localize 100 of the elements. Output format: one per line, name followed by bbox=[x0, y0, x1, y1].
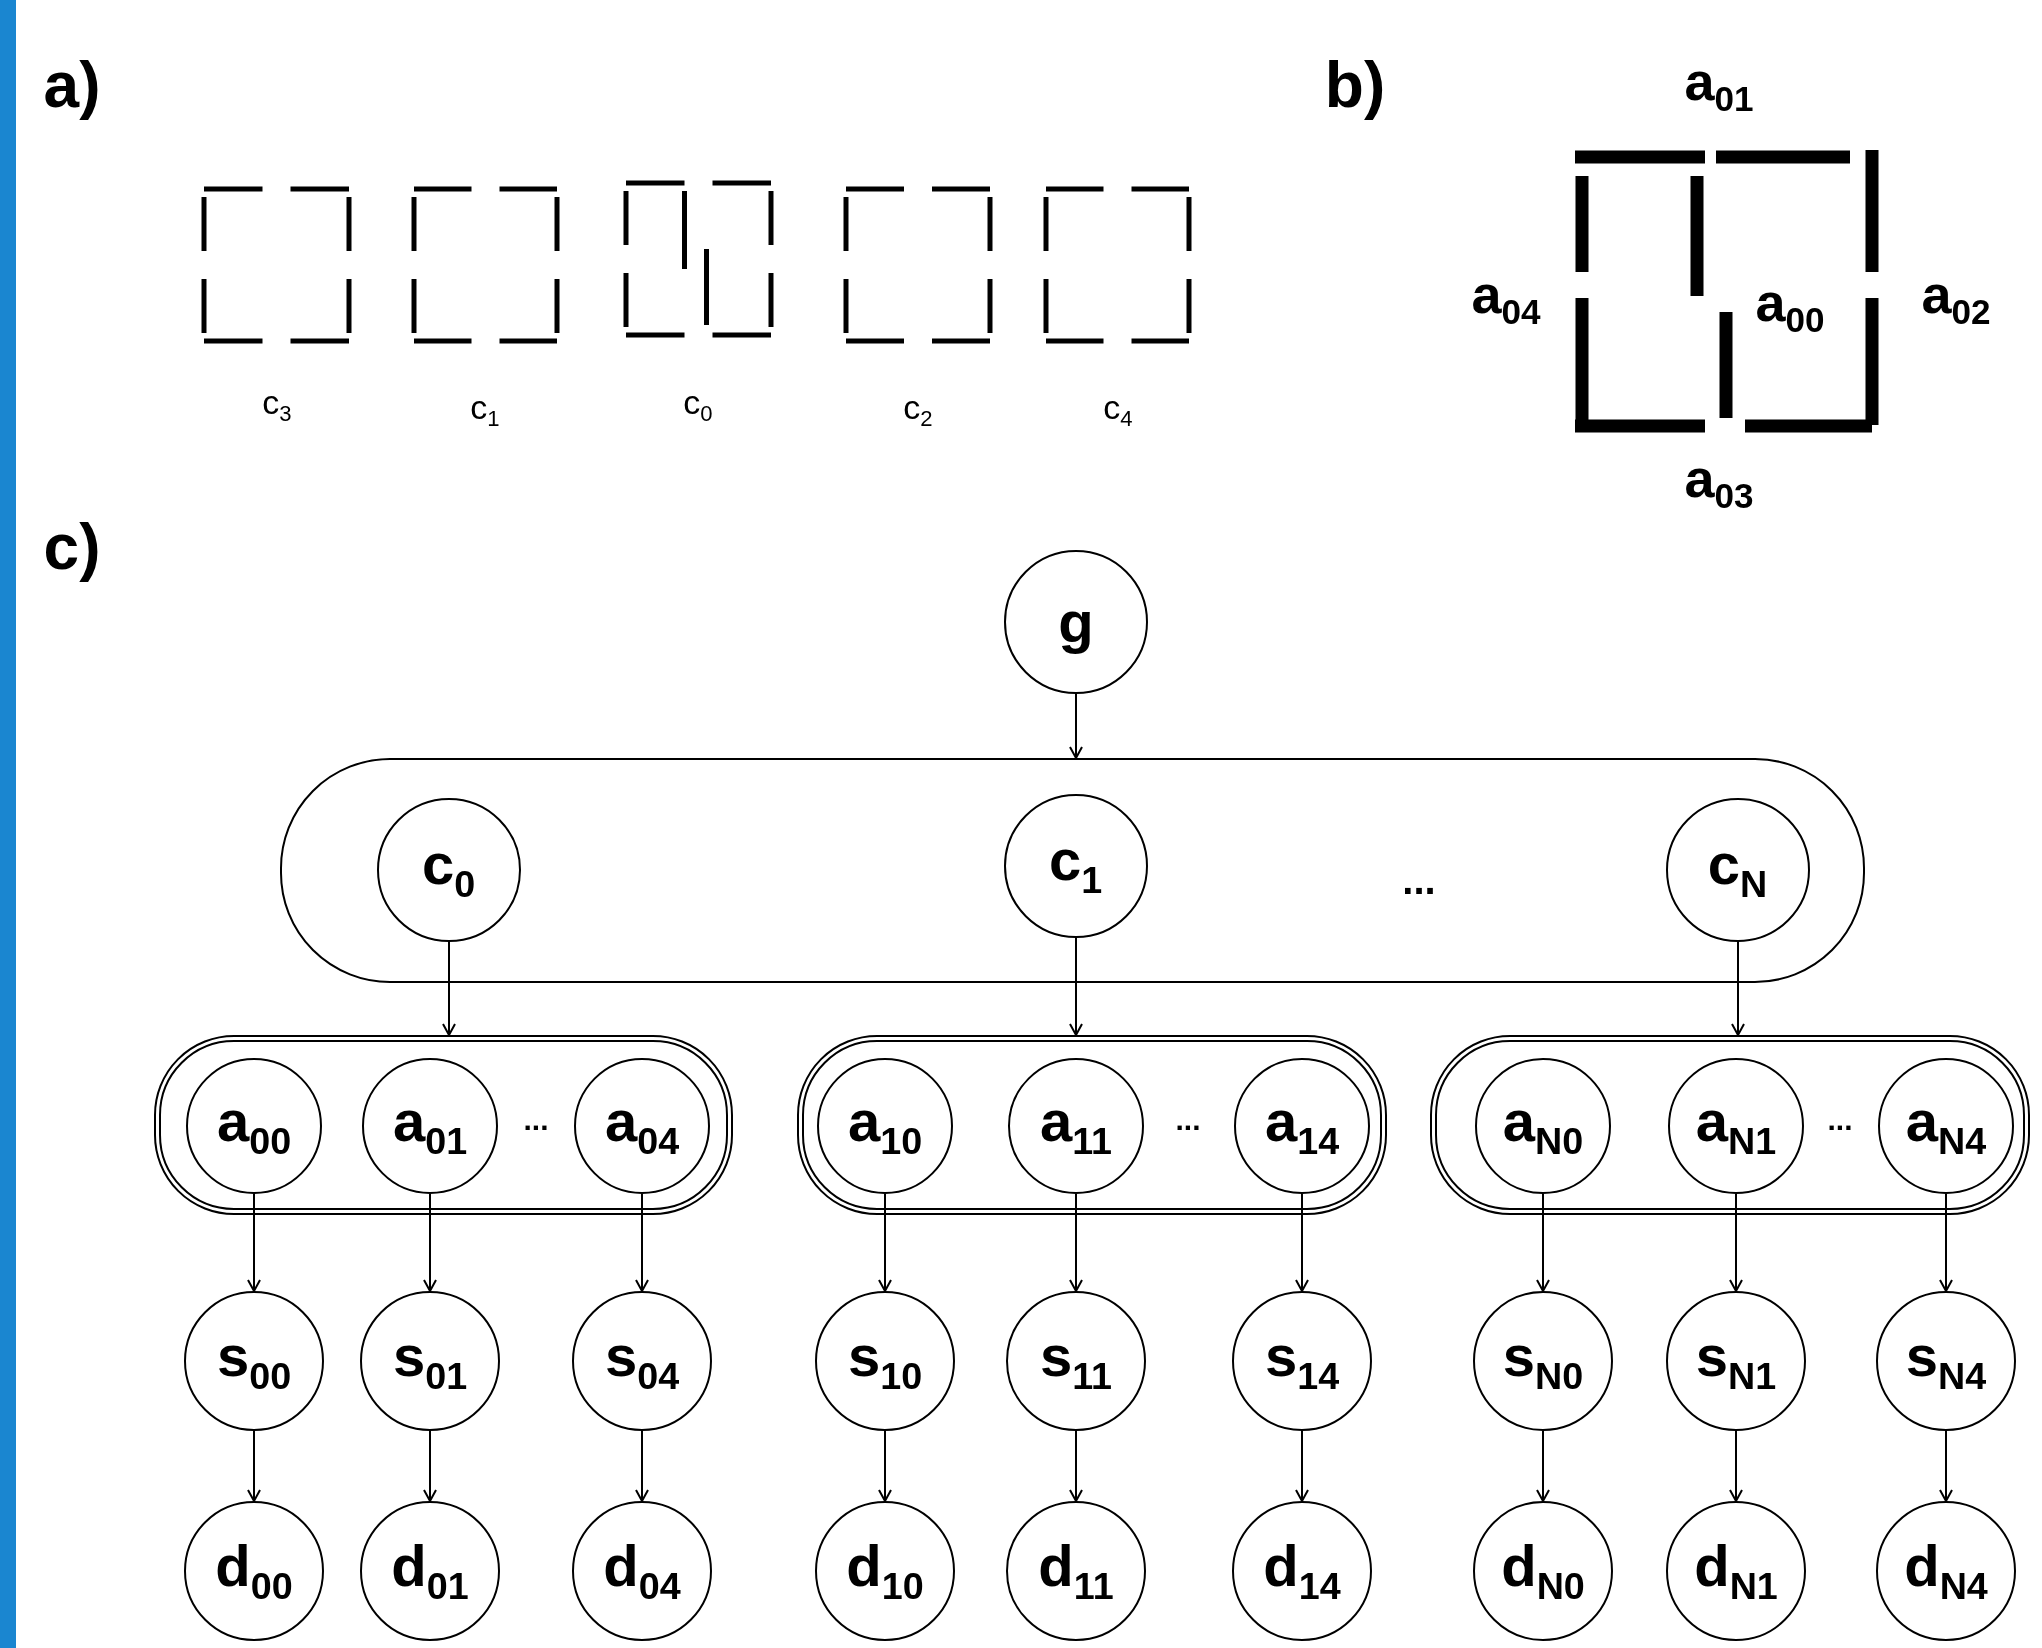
node-label: a$_{00}$ bbox=[216, 1091, 292, 1161]
group-outline bbox=[1430, 1035, 2030, 1215]
node-circle bbox=[1004, 550, 1148, 694]
node-label: c$_{N}$ bbox=[1707, 835, 1768, 904]
segment-label: a$_{03}$ bbox=[1684, 450, 1754, 514]
node-label: d$_{04}$ bbox=[603, 1536, 681, 1606]
arrow bbox=[1729, 1430, 1743, 1502]
node-label: s$_{00}$ bbox=[216, 1326, 292, 1396]
node-label: a$_{10}$ bbox=[847, 1091, 923, 1161]
node-circle bbox=[1006, 1291, 1146, 1431]
node-circle bbox=[1003, 793, 1148, 938]
arrow bbox=[247, 1193, 261, 1292]
node-circle bbox=[362, 1058, 498, 1194]
node-circle bbox=[572, 1501, 712, 1641]
node-label: d$_{14}$ bbox=[1263, 1536, 1341, 1606]
node-circle bbox=[1668, 1058, 1804, 1194]
node-label: a$_{04}$ bbox=[604, 1091, 680, 1161]
node-circle bbox=[360, 1291, 500, 1431]
arrow bbox=[1729, 1193, 1743, 1292]
caption: c$_{0}$ bbox=[683, 384, 713, 426]
caption: c$_{3}$ bbox=[262, 384, 292, 426]
node-label: s$_{N4}$ bbox=[1905, 1326, 1987, 1396]
node-label: s$_{11}$ bbox=[1039, 1326, 1113, 1396]
node-circle bbox=[184, 1501, 324, 1641]
node-circle bbox=[1876, 1501, 2016, 1641]
node-label: s$_{01}$ bbox=[392, 1326, 468, 1396]
arrow bbox=[1536, 1193, 1550, 1292]
arrow bbox=[423, 1193, 437, 1292]
arrow bbox=[1939, 1430, 1953, 1502]
node-circle bbox=[1475, 1058, 1611, 1194]
segment-label: a$_{04}$ bbox=[1471, 266, 1541, 330]
caption: c$_{1}$ bbox=[470, 389, 500, 431]
node-circle bbox=[817, 1058, 953, 1194]
node-label: s$_{04}$ bbox=[604, 1326, 680, 1396]
arrow bbox=[1939, 1193, 1953, 1292]
node-circle bbox=[1006, 1501, 1146, 1641]
node-circle bbox=[1232, 1291, 1372, 1431]
group-outline bbox=[797, 1035, 1387, 1215]
node-circle bbox=[574, 1058, 710, 1194]
arrow bbox=[442, 941, 456, 1036]
node-circle bbox=[1234, 1058, 1370, 1194]
node-label: d$_{00}$ bbox=[215, 1536, 293, 1606]
group-outline bbox=[280, 758, 1865, 983]
arrow bbox=[635, 1430, 649, 1502]
ellipsis: ... bbox=[1175, 1105, 1201, 1135]
arrow bbox=[423, 1430, 437, 1502]
node-circle bbox=[1666, 1291, 1806, 1431]
node-label: c$_{1}$ bbox=[1048, 831, 1103, 900]
node-circle bbox=[572, 1291, 712, 1431]
arrow bbox=[1295, 1193, 1309, 1292]
node-label: c$_{0}$ bbox=[421, 835, 476, 904]
node-circle bbox=[815, 1501, 955, 1641]
node-circle bbox=[1473, 1291, 1613, 1431]
node-circle bbox=[815, 1291, 955, 1431]
arrow bbox=[878, 1430, 892, 1502]
node-circle bbox=[360, 1501, 500, 1641]
node-circle bbox=[1876, 1291, 2016, 1431]
arrow bbox=[1069, 937, 1083, 1036]
arrow bbox=[1069, 1430, 1083, 1502]
node-label: d$_{N0}$ bbox=[1501, 1536, 1585, 1606]
ellipsis: ... bbox=[1827, 1105, 1853, 1135]
caption: c$_{2}$ bbox=[903, 389, 933, 431]
arrow bbox=[878, 1193, 892, 1292]
node-label: s$_{14}$ bbox=[1264, 1326, 1340, 1396]
segment-label: a$_{00}$ bbox=[1755, 274, 1825, 338]
node-label: s$_{N0}$ bbox=[1502, 1326, 1584, 1396]
ellipsis: ... bbox=[523, 1105, 549, 1135]
node-label: a$_{N1}$ bbox=[1695, 1091, 1777, 1161]
ellipsis: ... bbox=[1402, 860, 1436, 900]
node-circle bbox=[184, 1291, 324, 1431]
node-label: d$_{01}$ bbox=[391, 1536, 469, 1606]
node-circle bbox=[1473, 1501, 1613, 1641]
node-label: a$_{14}$ bbox=[1264, 1091, 1340, 1161]
node-label: s$_{10}$ bbox=[847, 1326, 923, 1396]
node-circle bbox=[1666, 1501, 1806, 1641]
arrow bbox=[1069, 693, 1083, 759]
node-label: d$_{N1}$ bbox=[1694, 1536, 1778, 1606]
group-outline bbox=[154, 1035, 733, 1215]
node-label: a$_{N0}$ bbox=[1502, 1091, 1584, 1161]
segment-label: a$_{02}$ bbox=[1921, 266, 1991, 330]
arrow bbox=[1069, 1193, 1083, 1292]
node-label: d$_{11}$ bbox=[1038, 1536, 1114, 1606]
node-circle bbox=[186, 1058, 322, 1194]
node-circle bbox=[1008, 1058, 1144, 1194]
caption: c$_{4}$ bbox=[1103, 389, 1133, 431]
node-circle bbox=[376, 797, 521, 942]
node-label: a$_{11}$ bbox=[1039, 1091, 1113, 1161]
arrow bbox=[1731, 941, 1745, 1036]
arrow bbox=[635, 1193, 649, 1292]
node-label: s$_{N1}$ bbox=[1695, 1326, 1777, 1396]
node-circle bbox=[1232, 1501, 1372, 1641]
segment-label: a$_{01}$ bbox=[1684, 53, 1754, 117]
arrow bbox=[1295, 1430, 1309, 1502]
arrow bbox=[247, 1430, 261, 1502]
arrow bbox=[1536, 1430, 1550, 1502]
node-label: a$_{01}$ bbox=[392, 1091, 468, 1161]
node-label: d$_{10}$ bbox=[846, 1536, 924, 1606]
node-label: d$_{N4}$ bbox=[1904, 1536, 1988, 1606]
node-label: a$_{N4}$ bbox=[1905, 1091, 1987, 1161]
node-circle bbox=[1665, 797, 1810, 942]
